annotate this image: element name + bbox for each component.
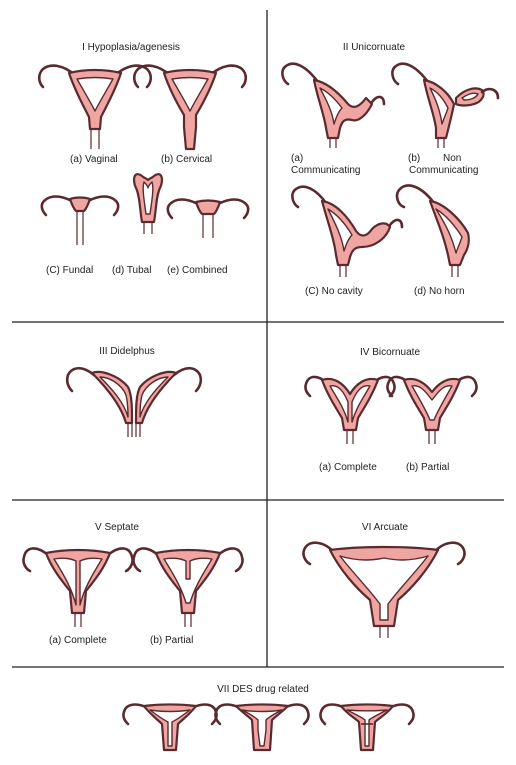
uterus-unicornuate-no-cavity: [292, 187, 402, 277]
label-unicornuate-a: (a): [291, 153, 303, 164]
panel-1-title: I Hypoplasia/agenesis: [82, 42, 180, 53]
label-non: Non: [443, 153, 461, 164]
uterus-des-1: [123, 705, 216, 751]
uterus-unicornuate-noncommunicating: [392, 64, 498, 148]
uterus-des-2: [215, 705, 308, 751]
label-no-cavity: (C) No cavity: [305, 286, 363, 297]
panel-2-title: II Unicornuate: [343, 42, 405, 53]
label-combined: (e) Combined: [167, 265, 228, 276]
label-tubal: (d) Tubal: [112, 265, 151, 276]
label-cervical: (b) Cervical: [161, 154, 212, 165]
uterus-unicornuate-no-horn: [397, 185, 469, 277]
label-no-horn: (d) No horn: [414, 286, 465, 297]
label-septate-partial: (b) Partial: [150, 635, 193, 646]
uterus-fundal-agenesis: [42, 197, 118, 246]
uterus-combined-agenesis: [168, 200, 248, 239]
uterus-didelphus: [67, 368, 201, 437]
uterus-unicornuate-communicating: [282, 64, 384, 148]
label-unicornuate-b: (b): [408, 153, 420, 164]
uterus-bicornuate-complete: [305, 377, 394, 444]
panel-6-title: VI Arcuate: [362, 522, 408, 533]
panel-5-title: V Septate: [95, 522, 139, 533]
label-bicornuate-complete: (a) Complete: [319, 462, 377, 473]
panel-4-title: IV Bicornuate: [360, 347, 420, 358]
label-noncommunicating: Communicating: [409, 165, 478, 176]
uterus-septate-complete: [23, 548, 132, 627]
label-communicating: Communicating: [291, 165, 360, 176]
uterus-arcuate: [303, 543, 464, 638]
label-septate-complete: (a) Complete: [49, 635, 107, 646]
panel-3-title: III Didelphus: [99, 346, 155, 357]
label-vaginal: (a) Vaginal: [70, 154, 118, 165]
uterus-bicornuate-partial: [387, 377, 476, 444]
label-fundal: (C) Fundal: [46, 265, 93, 276]
label-bicornuate-partial: (b) Partial: [406, 462, 449, 473]
panel-7-title: VII DES drug related: [217, 684, 309, 695]
uterus-des-3: [320, 705, 413, 751]
uterus-septate-partial: [133, 548, 242, 627]
uterus-tubal-agenesis: [134, 174, 162, 234]
